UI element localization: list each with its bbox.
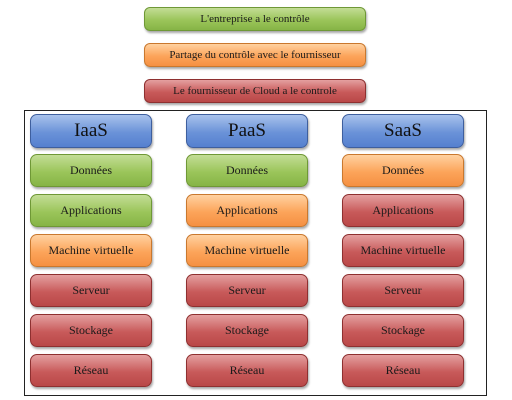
service-model-frame xyxy=(24,110,487,396)
cell-label: Applications xyxy=(372,203,434,217)
iaas-cell-server: Serveur xyxy=(30,274,152,307)
cell-label: Stockage xyxy=(69,323,113,337)
cell-label: Données xyxy=(382,163,424,177)
paas-cell-storage: Stockage xyxy=(186,314,308,347)
legend-shared-control: Partage du contrôle avec le fournisseur xyxy=(144,43,366,67)
cell-label: Réseau xyxy=(385,363,421,377)
legend-provider-control: Le fournisseur de Cloud a le controle xyxy=(144,79,366,103)
column-title: IaaS xyxy=(74,120,108,141)
cell-label: Applications xyxy=(60,203,122,217)
iaas-cell-data: Données xyxy=(30,154,152,187)
cell-label: Données xyxy=(70,163,112,177)
paas-cell-network: Réseau xyxy=(186,354,308,387)
cell-label: Stockage xyxy=(225,323,269,337)
saas-cell-network: Réseau xyxy=(342,354,464,387)
cell-label: Données xyxy=(226,163,268,177)
saas-cell-server: Serveur xyxy=(342,274,464,307)
iaas-cell-applications: Applications xyxy=(30,194,152,227)
cell-label: Stockage xyxy=(381,323,425,337)
column-header-saas: SaaS xyxy=(342,114,464,148)
saas-cell-storage: Stockage xyxy=(342,314,464,347)
cell-label: Machine virtuelle xyxy=(48,243,134,257)
paas-cell-data: Données xyxy=(186,154,308,187)
iaas-cell-network: Réseau xyxy=(30,354,152,387)
paas-cell-applications: Applications xyxy=(186,194,308,227)
paas-cell-virtual-machine: Machine virtuelle xyxy=(186,234,308,267)
iaas-cell-storage: Stockage xyxy=(30,314,152,347)
cell-label: Machine virtuelle xyxy=(360,243,446,257)
column-header-paas: PaaS xyxy=(186,114,308,148)
legend-label: Le fournisseur de Cloud a le controle xyxy=(173,85,337,97)
cell-label: Applications xyxy=(216,203,278,217)
iaas-cell-virtual-machine: Machine virtuelle xyxy=(30,234,152,267)
column-title: SaaS xyxy=(384,120,422,141)
cell-label: Serveur xyxy=(384,283,422,297)
saas-cell-data: Données xyxy=(342,154,464,187)
paas-cell-server: Serveur xyxy=(186,274,308,307)
legend-company-control: L'entreprise a le contrôle xyxy=(144,7,366,31)
cell-label: Réseau xyxy=(229,363,265,377)
column-header-iaas: IaaS xyxy=(30,114,152,148)
legend-label: Partage du contrôle avec le fournisseur xyxy=(169,49,341,61)
saas-cell-virtual-machine: Machine virtuelle xyxy=(342,234,464,267)
cell-label: Serveur xyxy=(228,283,266,297)
cell-label: Machine virtuelle xyxy=(204,243,290,257)
saas-cell-applications: Applications xyxy=(342,194,464,227)
cell-label: Réseau xyxy=(73,363,109,377)
legend-label: L'entreprise a le contrôle xyxy=(200,13,310,25)
column-title: PaaS xyxy=(228,120,266,141)
cell-label: Serveur xyxy=(72,283,110,297)
